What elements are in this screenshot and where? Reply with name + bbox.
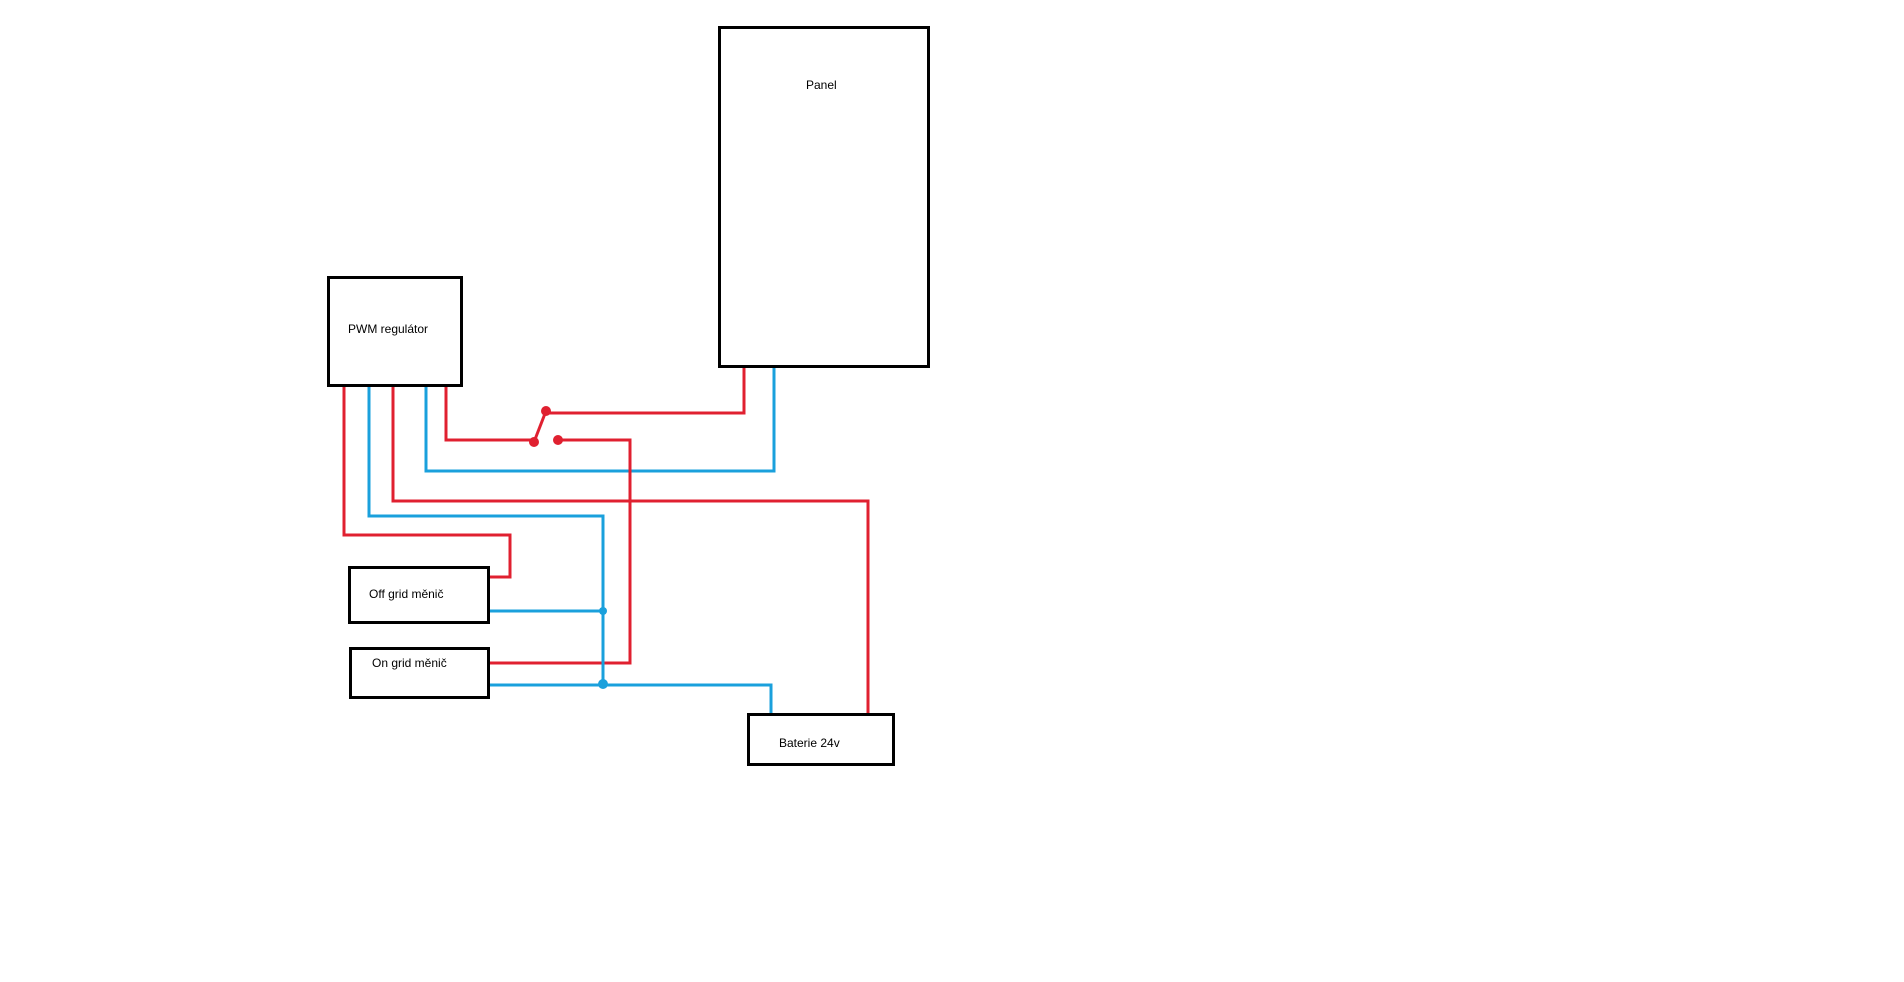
panel-negative-wire: [424, 366, 776, 473]
panel-label: Panel: [806, 78, 837, 92]
on-grid-inverter-label: On grid měnič: [372, 656, 447, 670]
regulator-offgrid-positive-wire: [342, 387, 512, 579]
pwm-regulator-box: [327, 276, 463, 387]
battery-label: Baterie 24v: [779, 736, 840, 750]
switch-ongrid-wire: [489, 438, 632, 665]
on-grid-inverter-box: [349, 647, 490, 699]
regulator-switch-wire: [444, 387, 534, 442]
switch-lever: [532, 410, 548, 443]
battery-box: [747, 713, 895, 766]
panel-box: [718, 26, 930, 368]
switch-contact-left: [529, 437, 539, 447]
regulator-battery-positive-wire: [391, 387, 870, 715]
off-grid-inverter-label: Off grid měnič: [369, 587, 444, 601]
pwm-regulator-label: PWM regulátor: [348, 322, 429, 336]
off-grid-inverter-box: [348, 566, 490, 624]
junction-dot-ongrid: [598, 679, 608, 689]
panel-positive-wire: [546, 368, 746, 415]
regulator-negative-bus-wire: [367, 387, 605, 684]
ongrid-battery-negative-wire: [489, 683, 773, 715]
switch-contact-right: [553, 435, 563, 445]
junction-dot-offgrid: [599, 607, 607, 615]
switch-contact-top: [541, 406, 551, 416]
